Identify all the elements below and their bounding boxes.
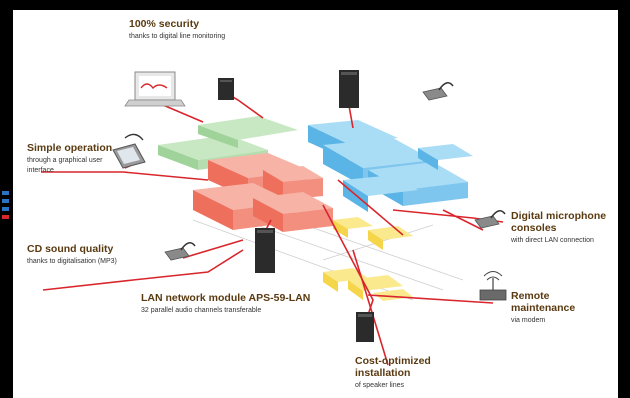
label-simple-operation: Simple operation through a graphical use… [27, 142, 127, 176]
lan-module-device [255, 228, 275, 273]
label-lan-module-title: LAN network module APS-59-LAN [141, 292, 311, 304]
label-mic-consoles: Digital microphone consoles with direct … [511, 210, 616, 246]
label-lan-module-subtitle: 32 parallel audio channels transferable [141, 307, 262, 314]
label-cd-quality-subtitle: thanks to digitalisation (MP3) [27, 258, 117, 265]
label-cd-quality-title: CD sound quality [27, 243, 114, 255]
green-module-blocks [158, 116, 298, 170]
diagram-canvas: 100% security thanks to digital line mon… [13, 10, 618, 398]
label-cd-quality: CD sound quality thanks to digitalisatio… [27, 243, 167, 267]
microphone-console-icon-right[interactable] [474, 210, 506, 229]
label-security-title: 100% security [129, 18, 200, 30]
label-mic-consoles-subtitle: with direct LAN connection [511, 237, 594, 244]
side-tab[interactable] [2, 199, 9, 203]
label-remote-maintenance: Remote maintenance via modem [511, 290, 616, 326]
side-tab-strip[interactable] [0, 185, 13, 245]
red-module-blocks [193, 153, 333, 232]
label-remote-maintenance-subtitle: via modem [511, 317, 546, 324]
microphone-console-icon-left[interactable] [164, 242, 196, 261]
label-mic-consoles-title: Digital microphone consoles [511, 210, 607, 234]
network-diagram [41, 70, 507, 366]
laptop-icon[interactable] [124, 71, 186, 107]
label-simple-operation-title: Simple operation [27, 142, 113, 154]
yellow-module-blocks [323, 217, 413, 301]
side-tab[interactable] [2, 191, 9, 195]
speaker-device [356, 312, 374, 342]
microphone-console-icon[interactable] [422, 82, 454, 101]
label-cost-optimized-subtitle: of speaker lines [355, 382, 405, 389]
label-cost-optimized: Cost-optimized installation of speaker l… [355, 355, 465, 391]
label-simple-operation-subtitle: through a graphical user interface [27, 157, 103, 174]
rack-device-right [339, 70, 359, 108]
label-lan-module: LAN network module APS-59-LAN 32 paralle… [141, 292, 311, 316]
touchscreen-icon[interactable] [112, 133, 146, 169]
side-tab[interactable] [2, 207, 9, 211]
label-cost-optimized-title: Cost-optimized installation [355, 355, 431, 379]
side-tab-active[interactable] [2, 215, 9, 219]
label-security: 100% security thanks to digital line mon… [129, 18, 239, 42]
label-remote-maintenance-title: Remote maintenance [511, 290, 576, 314]
blue-module-blocks [308, 120, 473, 212]
modem-icon[interactable] [479, 271, 507, 301]
label-security-subtitle: thanks to digital line monitoring [129, 33, 226, 40]
rack-device-top [218, 78, 234, 100]
